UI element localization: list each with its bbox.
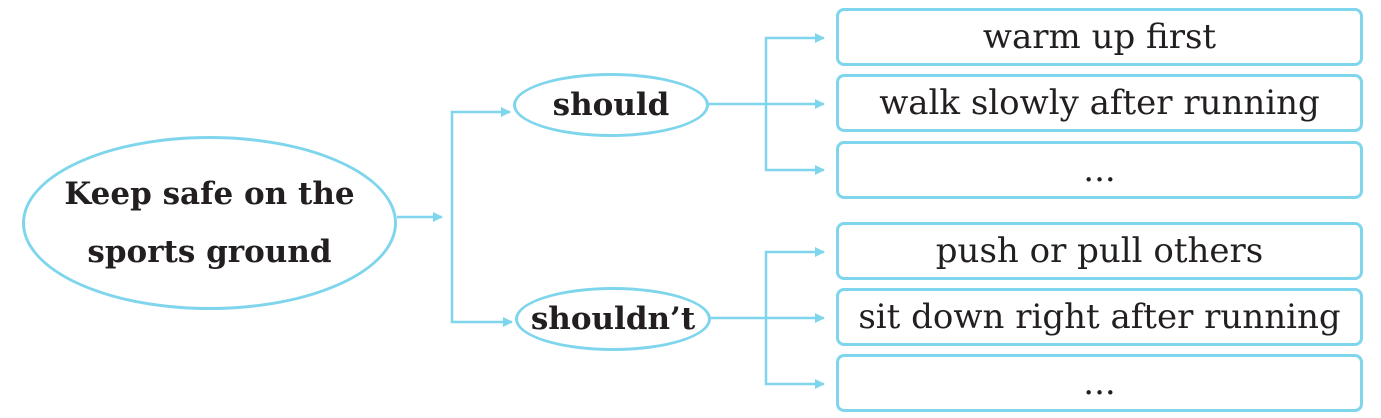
should-item-3-arrow [764, 104, 825, 175]
root-node: Keep safe on the sports ground [22, 136, 397, 310]
should-item-1-arrow [764, 33, 825, 104]
should-item-box: warm up first [836, 8, 1363, 66]
should-item-text: walk slowly after running [879, 83, 1320, 123]
shouldnt-item-text: sit down right after running [858, 297, 1341, 337]
should-label: should [552, 87, 670, 123]
shouldnt-item-text: push or pull others [935, 231, 1264, 271]
root-to-shouldnt-arrow [450, 217, 513, 327]
should-item-text: ... [1083, 150, 1116, 190]
shouldnt-item-box: ... [836, 354, 1363, 412]
should-item-box: walk slowly after running [836, 74, 1363, 132]
root-label-line-2: sports ground [87, 234, 332, 270]
root-label-line-1: Keep safe on the [64, 176, 355, 212]
shouldnt-node: shouldn’t [515, 287, 711, 351]
should-item-text: warm up first [982, 17, 1217, 57]
shouldnt-item-box: sit down right after running [836, 288, 1363, 346]
should-item-box: ... [836, 141, 1363, 199]
should-node: should [513, 73, 709, 137]
shouldnt-item-text: ... [1083, 363, 1116, 403]
shouldnt-item-box: push or pull others [836, 222, 1363, 280]
root-to-should-arrow [450, 107, 511, 217]
shouldnt-item-1-arrow [764, 247, 825, 318]
shouldnt-label: shouldn’t [530, 301, 696, 337]
shouldnt-item-3-arrow [764, 318, 825, 389]
